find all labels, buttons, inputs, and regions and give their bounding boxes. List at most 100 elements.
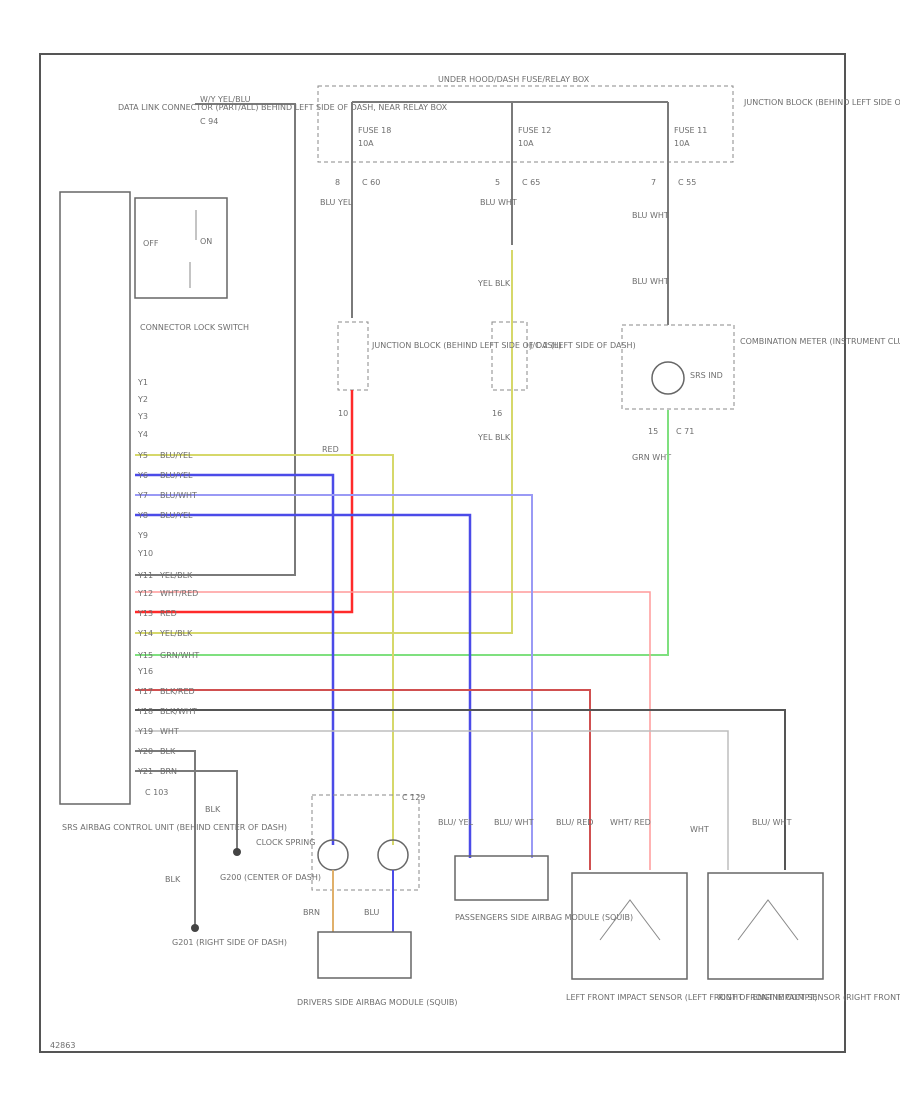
bw-label: BLU/ WHT <box>494 818 534 827</box>
wire-label-2: BLU/WHT <box>160 491 197 500</box>
ground-g201-wire <box>135 750 196 928</box>
passengers-airbag-module <box>454 855 549 901</box>
wire-label-0: BLU/YEL <box>160 451 193 460</box>
blu-label: BLU <box>364 908 380 917</box>
combination-meter-label: COMBINATION METER (INSTRUMENT CLUSTER) <box>740 337 900 346</box>
lf-sensor-switch <box>599 899 661 941</box>
wire-label-10: GRN/WHT <box>160 651 199 660</box>
rf-sensor-label: RIGHT FRONT IMPACT SENSOR (RIGHT FRONT O… <box>718 993 900 1002</box>
pin-y9: Y9 <box>137 531 148 540</box>
pin-y16: Y16 <box>137 667 153 676</box>
fuse18-label: FUSE 18 <box>358 126 391 135</box>
wire-blu-wht-right: BLU WHT <box>632 211 669 220</box>
yel-blk-wire <box>135 250 513 634</box>
pin-y1: Y1 <box>137 378 148 387</box>
blu-yel-wire-b <box>135 473 335 845</box>
blu-wht-wire <box>135 494 533 858</box>
pin-y11: Y11 <box>137 571 153 580</box>
wht-wire <box>135 730 729 870</box>
pin-10: 10 <box>338 409 348 418</box>
fuse12-amp: 10A <box>518 139 534 148</box>
wire-label-1: BLU/YEL <box>160 471 193 480</box>
pin-y3: Y3 <box>137 412 148 421</box>
fuse18-amp: 10A <box>358 139 374 148</box>
bw-right-label: BLU/ WHT <box>752 818 792 827</box>
wire-yel-blk: YEL BLK <box>477 279 511 288</box>
c65-label: C 65 <box>522 178 540 187</box>
wht-label: WHT <box>690 825 709 834</box>
passengers-module-label: PASSENGERS SIDE AIRBAG MODULE (SQUIB) <box>455 913 633 922</box>
wire-label-3: BLU/YEL <box>160 511 193 520</box>
wire-blu-wht-mid: BLU WHT <box>480 198 517 207</box>
pin-y10: Y10 <box>137 549 153 558</box>
pin-y5: Y5 <box>137 451 148 460</box>
pin-y20: Y20 <box>137 747 153 756</box>
g201-ground-point <box>191 924 199 932</box>
pin-16: 16 <box>492 409 502 418</box>
wht-red-wire <box>135 591 651 870</box>
c94-label: C 94 <box>200 117 218 126</box>
wire-label-7: WHT/RED <box>160 589 198 598</box>
blk-wht-wire <box>135 709 786 870</box>
ground-g200-wire <box>135 770 238 852</box>
pin-y19: Y19 <box>137 727 153 736</box>
drivers-module-label: DRIVERS SIDE AIRBAG MODULE (SQUIB) <box>297 998 458 1007</box>
blu-yel-wire-a <box>135 454 394 845</box>
pin-y6: Y6 <box>137 471 148 480</box>
srs-ind-label: SRS IND <box>690 371 723 380</box>
dlc-wire-label: W/Y YEL/BLU <box>200 95 251 104</box>
brn-label: BRN <box>303 908 320 917</box>
fuse-box-outline <box>317 85 734 163</box>
red-wire <box>135 390 354 614</box>
clock-spring-label: CLOCK SPRING <box>256 838 315 847</box>
srs-control-unit-label: SRS AIRBAG CONTROL UNIT (BEHIND CENTER O… <box>62 823 287 832</box>
diagram-frame <box>39 53 846 1053</box>
junction-block-label: JUNCTION BLOCK (BEHIND LEFT SIDE OF DASH… <box>743 98 900 107</box>
blk-label-1: BLK <box>205 805 221 814</box>
pin-label-group: Y1 Y2 Y3 Y4 Y5 Y6 Y7 Y8 Y9 Y10 Y11 Y12 Y… <box>137 378 153 776</box>
wire-label-6: YEL/BLK <box>159 571 193 580</box>
g200-ground-point <box>233 848 241 856</box>
lock-on-label: ON <box>200 237 212 246</box>
wire-color-label-group: BLU/YEL BLU/YEL BLU/WHT BLU/YEL YEL/BLK … <box>159 451 199 776</box>
fuse11-label: FUSE 11 <box>674 126 707 135</box>
blk-red-wire <box>135 689 591 870</box>
lf-sensor-label: LEFT FRONT IMPACT SENSOR (LEFT FRONT OF … <box>566 993 817 1002</box>
wire-label-13: BLK/WHT <box>160 707 197 716</box>
jc2-label: J/C 2 (LEFT SIDE OF DASH) <box>529 341 636 350</box>
wire-label-15: BLK <box>160 747 176 756</box>
jb-left-label: JUNCTION BLOCK (BEHIND LEFT SIDE OF DASH… <box>371 341 562 350</box>
wr-label: WHT/ RED <box>610 818 651 827</box>
pin-y8: Y8 <box>137 511 148 520</box>
c103-label: C 103 <box>145 788 168 797</box>
srs-indicator-lamp <box>651 361 685 395</box>
lock-off-label: OFF <box>143 239 159 248</box>
pin-y17: Y17 <box>137 687 153 696</box>
pin-y21: Y21 <box>137 767 153 776</box>
wire-label-16: BRN <box>160 767 177 776</box>
dlc-wire <box>135 103 296 576</box>
diagram-reference: 42863 <box>50 1041 75 1050</box>
combination-meter-box <box>621 324 735 410</box>
c55-label: C 55 <box>678 178 696 187</box>
fuse11-amp: 10A <box>674 139 690 148</box>
grn-wht-wire <box>135 410 669 656</box>
connector-lock-switch-box <box>134 197 228 299</box>
pin-y13: Y13 <box>137 609 153 618</box>
jc2-box <box>491 321 528 391</box>
wire-blu-wht-right2: BLU WHT <box>632 277 669 286</box>
pin-y18: Y18 <box>137 707 153 716</box>
g201-label: G201 (RIGHT SIDE OF DASH) <box>172 938 287 947</box>
wire-grn-wht: GRN WHT <box>632 453 671 462</box>
pin-8: 8 <box>335 178 340 187</box>
wire-label-14: WHT <box>160 727 179 736</box>
pin-y14: Y14 <box>137 629 153 638</box>
drivers-airbag-module <box>317 931 412 979</box>
pin-y7: Y7 <box>137 491 148 500</box>
pin-y2: Y2 <box>137 395 148 404</box>
g200-label: G200 (CENTER OF DASH) <box>220 873 321 882</box>
wire-label-12: BLK/RED <box>160 687 195 696</box>
pin-y15: Y15 <box>137 651 153 660</box>
by-label: BLU/ YEL <box>438 818 474 827</box>
